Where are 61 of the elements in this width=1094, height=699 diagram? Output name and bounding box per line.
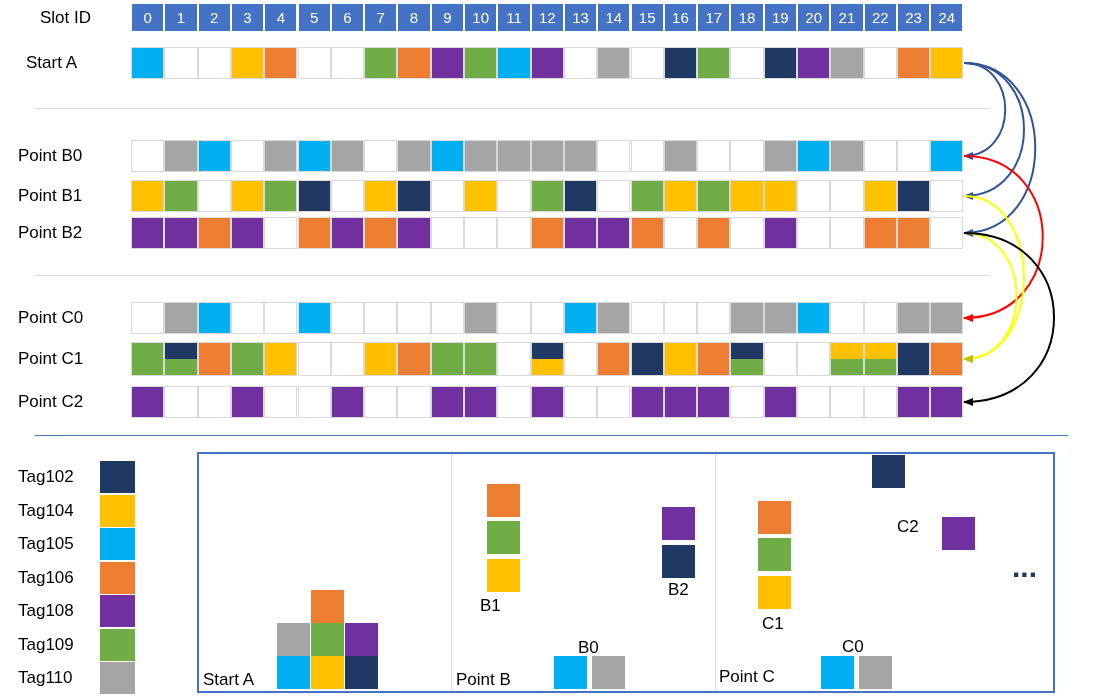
header-label: Slot ID [40,8,92,28]
arrow [963,62,1037,236]
slot-row [26,47,964,79]
arrow [963,232,1018,362]
slot-number: 10 [464,3,498,32]
slot-number: 20 [797,3,831,32]
slot-number: 5 [297,3,331,32]
legend-label: Tag102 [18,467,74,487]
slot-number: 11 [497,3,531,32]
slot-number: 1 [164,3,198,32]
slot-number: 19 [763,3,797,32]
slot-number: 18 [730,3,764,32]
slot-number: 2 [197,3,231,32]
slot-row [18,302,964,334]
location-label: C1 [762,614,784,634]
arrow [963,232,1055,405]
slot-number: 13 [563,3,598,32]
slot-number: 22 [863,3,897,32]
slot-number: 12 [530,3,564,32]
slot-number: 16 [663,3,698,32]
slot-number: 17 [697,3,731,32]
location-label: Start A [203,670,255,690]
row-label: Point C1 [18,349,84,369]
slot-number: 14 [597,3,631,32]
location-label: C2 [897,517,919,537]
slot-number: 4 [264,3,298,32]
slot-number: 23 [896,3,931,32]
row-label: Point C0 [18,308,84,328]
legend-label: Tag104 [18,500,74,521]
legend-label: Tag110 [18,668,73,688]
slot-number: 0 [131,3,165,32]
location-label: B0 [578,638,599,658]
slot-number: 15 [630,3,664,32]
location-label: C0 [842,637,864,657]
legend-label: Tag109 [18,634,74,655]
location-label: B2 [668,580,689,600]
location-label: B1 [480,596,501,616]
slot-row [18,217,964,249]
arrow [963,155,1044,321]
slot-number: 9 [430,3,464,32]
slot-number: 6 [330,3,365,32]
slot-number: 3 [230,3,265,32]
location-label: Point B [456,670,511,690]
slot-number: 8 [397,3,431,32]
slot-row [18,180,964,212]
legend-label: Tag106 [18,567,74,588]
location-label: Point C [719,667,775,687]
row-label: Point B0 [18,146,83,166]
slot-number: 24 [930,3,964,32]
slot-row [18,386,964,418]
slot-row [18,342,964,376]
row-label: Point C2 [18,392,84,412]
legend-label: Tag105 [18,534,74,554]
slot-number: 21 [830,3,864,32]
row-label: Start A [26,53,78,73]
ellipsis-mark: ... [1012,552,1037,582]
slot-number: 7 [364,3,398,32]
slot-row [18,140,964,172]
row-label: Point B1 [18,186,83,206]
row-label: Point B2 [18,223,83,243]
legend-label: Tag108 [18,601,74,621]
